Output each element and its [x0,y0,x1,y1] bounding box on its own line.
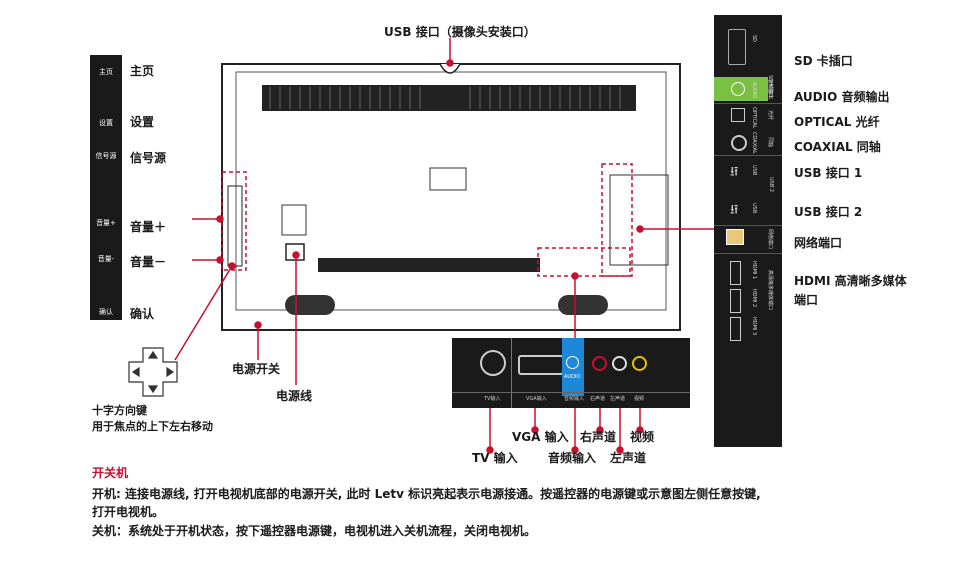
video-jack-icon[interactable] [632,356,647,371]
tv-antenna-port-icon[interactable] [480,350,506,376]
audio-jack-icon[interactable] [731,82,745,96]
audio-in-tag: AUDIO [564,374,581,380]
speaker-right [558,295,608,315]
bp-vga: VGA输入 [526,396,547,402]
label-vol-down: 音量－ [130,255,167,269]
label-hdmi-2: 端口 [794,293,819,307]
label-optical: OPTICAL 光纤 [794,115,880,129]
label-home: 主页 [130,64,155,78]
label-settings: 设置 [130,115,155,129]
side-btn-vol-down[interactable]: 音量- [97,255,115,263]
coaxial-port-icon[interactable] [731,135,747,151]
instructions-power-on-2: 打开电视机。 [92,505,165,519]
rp-audio: AUDIO [751,82,757,99]
instructions-power-off: 关机：系统处于开机状态，按下遥控器电源键，电视机进入关机流程，关闭电视机。 [92,524,537,538]
rp-optical: OPTICAL [751,107,757,129]
sd-slot-icon[interactable] [728,29,746,65]
label-power-cord: 电源线 [276,389,313,403]
hdmi3-port-icon[interactable] [730,317,741,341]
label-audio-out: AUDIO 音频输出 [794,90,890,104]
dpad-icon [128,347,178,397]
side-button-strip: 主页 设置 信号源 音量+ 音量- 确认 [90,55,122,320]
label-left-ch: 左声道 [610,451,647,465]
label-vol-up: 音量＋ [130,220,167,234]
usb1-icon[interactable]: ⭿ [730,165,739,180]
bottom-vent [318,258,540,272]
rp-hdmi2: HDMI 2 [751,289,757,308]
label-confirm: 确认 [130,307,155,321]
bp-audio: 音频输入 [564,396,585,402]
bp-video: 视频 [634,396,645,402]
hdmi1-port-icon[interactable] [730,261,741,285]
label-right-ch: 右声道 [580,430,617,444]
usb2-icon[interactable]: ⭿ [730,203,739,218]
label-tv-in: TV 输入 [472,451,518,465]
label-coaxial: COAXIAL 同轴 [794,140,881,154]
rp-hdmi1: HDMI 1 [751,261,757,280]
ethernet-port-icon[interactable] [726,229,744,245]
label-dpad: 十字方向键 [92,404,147,417]
label-dpad-desc: 用于焦点的上下左右移动 [92,420,213,433]
label-network: 网络端口 [794,236,843,250]
rp-audio-cn: 音频输出 [767,79,773,100]
label-audio-in: 音频输入 [548,451,597,465]
rp-coaxial-cn: 同轴 [767,137,773,148]
side-btn-source[interactable]: 信号源 [95,152,117,160]
rp-usb1: USB [751,165,757,176]
rp-sd: SD [751,35,757,43]
side-btn-vol-up[interactable]: 音量+ [96,219,116,227]
right-port-panel: SD SD卡插口 AUDIO 音频输出 OPTICAL 光纤 COAXIAL 同… [714,15,782,447]
label-sd: SD 卡插口 [794,54,853,68]
label-usb1: USB 接口 1 [794,166,863,180]
label-power-switch: 电源开关 [232,362,281,376]
label-source: 信号源 [130,151,167,165]
speaker-left [285,295,335,315]
optical-port-icon[interactable] [731,108,745,122]
right-channel-jack-icon[interactable] [592,356,607,371]
instructions-power-on: 开机: 连接电源线, 打开电视机底部的电源开关, 此时 Letv 标识亮起表示电… [92,487,761,501]
bp-right: 右声道 [590,396,606,402]
bp-tv: TV输入 [484,396,501,402]
label-vga-in: VGA 输入 [512,430,569,444]
bp-left: 左声道 [610,396,626,402]
label-hdmi: HDMI 高清晰多媒体 [794,274,907,288]
left-channel-jack-icon[interactable] [612,356,627,371]
tv-back-outline [221,63,681,331]
instructions-title: 开关机 [92,466,129,480]
rp-network: 网络端口 [767,229,773,250]
side-btn-home[interactable]: 主页 [99,68,113,76]
rp-usb2-label: USB 2 [768,177,774,193]
rp-optical-cn: 光纤 [767,110,773,121]
top-vent [262,85,636,111]
label-video: 视频 [630,430,655,444]
rp-hdmi-cn: 高清晰多媒体端口 [767,270,773,311]
rp-usb2: USB [751,203,757,214]
bottom-input-panel: AUDIO TV输入 VGA输入 音频输入 右声道 左声道 视频 [452,338,690,408]
vga-port-icon[interactable] [518,355,564,375]
label-usb-camera: USB 接口（摄像头安装口） [384,25,536,39]
side-btn-settings[interactable]: 设置 [99,119,113,127]
label-usb2: USB 接口 2 [794,205,863,219]
audio-in-jack-icon[interactable] [566,356,579,369]
hdmi2-port-icon[interactable] [730,289,741,313]
side-btn-confirm[interactable]: 确认 [99,308,113,316]
rp-coaxial: COAXIAL [751,132,757,154]
rp-hdmi3: HDMI 3 [751,317,757,336]
